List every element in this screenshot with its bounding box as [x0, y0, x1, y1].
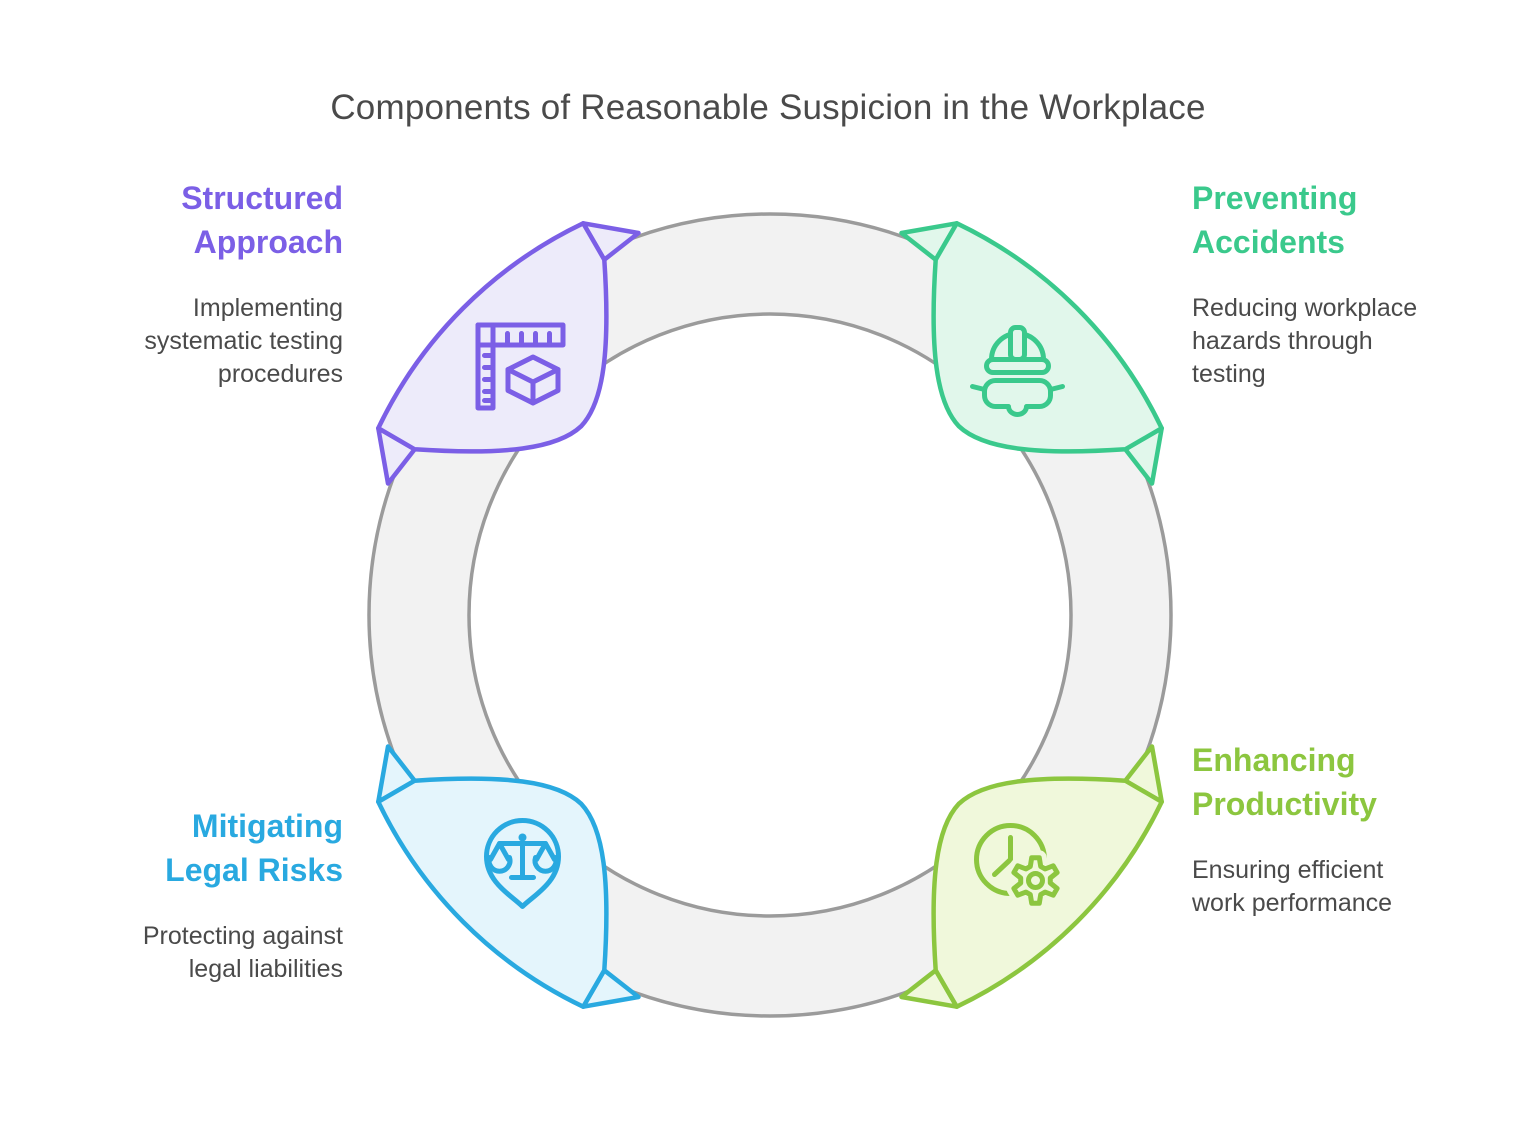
gear-hub: [1026, 871, 1045, 890]
description-line: Ensuring efficient: [1192, 856, 1384, 884]
description-line: Implementing: [192, 294, 343, 322]
description-line: hazards through: [1192, 327, 1373, 355]
section-label-mitigating-legal-risks: Mitigating Legal Risks Protecting agains…: [23, 804, 343, 986]
description-line: testing: [1192, 360, 1266, 388]
description-line: legal liabilities: [188, 955, 343, 983]
scales-bar-post-base: [497, 841, 548, 880]
section-label-preventing-accidents: Preventing Accidents Reducing workplace …: [1192, 176, 1512, 391]
scales-pin-icon: [484, 818, 561, 909]
ring-inner-edge: [467, 312, 1073, 918]
section-label-structured-approach: Structured Approach Implementing systema…: [23, 176, 343, 391]
cube-inner-edges: [505, 367, 561, 406]
heading-line: Productivity: [1192, 786, 1377, 822]
heading-line: Mitigating: [191, 808, 343, 844]
section-label-enhancing-productivity: Enhancing Productivity Ensuring efficien…: [1192, 738, 1512, 920]
scales-left-pan: [486, 841, 513, 874]
clock-hands: [992, 835, 1013, 877]
cycle-ring: [367, 212, 1173, 1018]
ring-band: [369, 214, 1171, 1016]
section-description: Implementing systematic testing procedur…: [23, 292, 343, 391]
section-description: Ensuring efficient work performance: [1192, 854, 1512, 920]
scales-knob: [518, 833, 527, 842]
description-line: systematic testing: [144, 327, 343, 355]
pin-outline: [484, 818, 561, 909]
description-line: work performance: [1192, 889, 1393, 917]
ring-outer-edge: [367, 212, 1173, 1018]
clock-gear-icon: [974, 823, 1065, 911]
hat-brim: [984, 357, 1051, 375]
heading-line: Legal Risks: [165, 852, 343, 888]
section-description: Protecting against legal liabilities: [23, 920, 343, 986]
node-shape-preventing-accidents: [899, 221, 1164, 486]
diagram-title: Components of Reasonable Suspicion in th…: [330, 88, 1206, 127]
section-heading: Mitigating Legal Risks: [23, 804, 343, 892]
heading-line: Accidents: [1192, 224, 1345, 260]
heading-line: Approach: [193, 224, 343, 260]
description-line: procedures: [217, 360, 343, 388]
gear-teeth: [1011, 855, 1060, 906]
description-line: Protecting against: [142, 922, 343, 950]
section-heading: Preventing Accidents: [1192, 176, 1512, 264]
gear: [1006, 850, 1065, 911]
ruler-cube-icon: [475, 322, 566, 411]
ribbon-body: [376, 776, 609, 1009]
heading-line: Preventing: [1192, 180, 1358, 216]
heading-line: Enhancing: [1192, 742, 1356, 778]
section-heading: Enhancing Productivity: [1192, 738, 1512, 826]
ruler-horizontal-ticks: [505, 331, 552, 348]
heading-line: Structured: [181, 180, 343, 216]
ruler-vertical-ticks: [482, 353, 496, 403]
section-heading: Structured Approach: [23, 176, 343, 264]
node-shape-structured-approach: [376, 221, 641, 486]
safety-goggles: [982, 378, 1053, 417]
node-shape-mitigating-legal-risks: [376, 744, 641, 1009]
ribbon-body: [931, 221, 1164, 454]
hard-hat-icon: [970, 325, 1065, 417]
description-line: Reducing workplace: [1192, 294, 1418, 322]
hat-ridge: [1008, 325, 1027, 362]
scales-right-pan: [532, 841, 559, 874]
section-description: Reducing workplace hazards through testi…: [1192, 292, 1512, 391]
